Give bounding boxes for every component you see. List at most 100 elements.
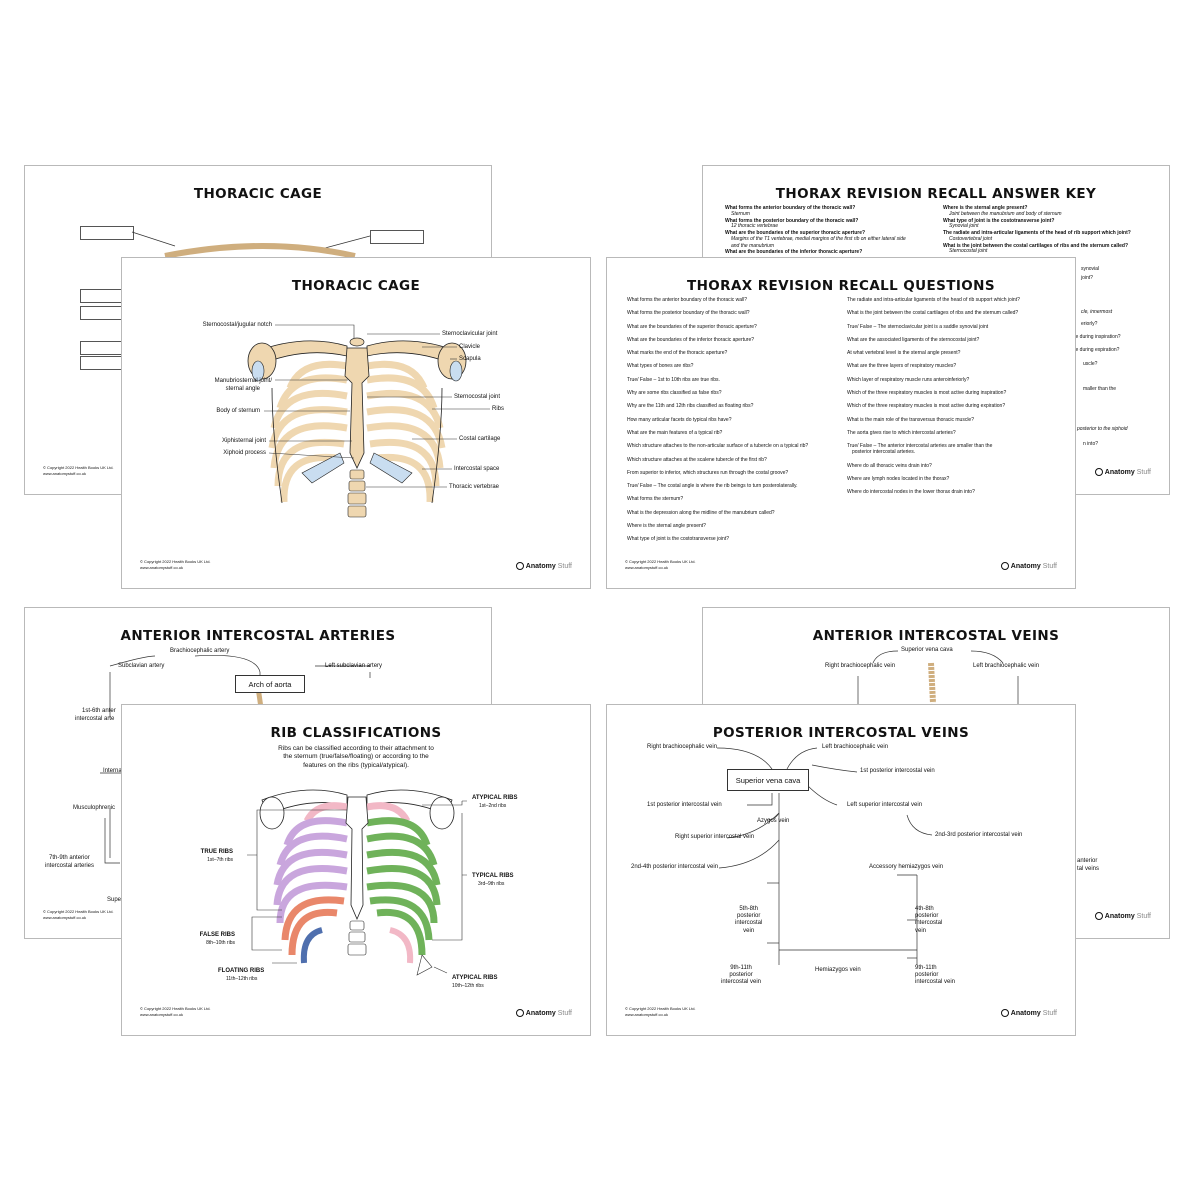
label-false-ribs-range: 8th–10th ribs — [206, 940, 235, 946]
question-item: True/ False – The sternoclavicular joint… — [847, 323, 989, 330]
question-item: Which of the three respiratory muscles i… — [847, 390, 1007, 397]
logo-icon — [1094, 912, 1103, 920]
label-false-ribs: FALSE RIBS — [199, 932, 235, 938]
rib-cage-illustration — [247, 324, 490, 518]
logo-icon — [1000, 562, 1009, 570]
question-item: What are the boundaries of the superior … — [627, 323, 757, 330]
label-atypical-ribs-bottom-range: 10th–12th ribs — [452, 983, 484, 989]
sheet-rib-classifications: RIB CLASSIFICATIONS Ribs can be classifi… — [121, 704, 591, 1036]
question-item: What forms the sternum? — [627, 496, 684, 503]
answer-fragment: posterior to the xiphoid — [1077, 426, 1128, 432]
question-item: The radiate and intra-articular ligament… — [847, 297, 1020, 303]
logo-icon — [1094, 468, 1103, 476]
answer-fragment: ve during expiration? — [1073, 347, 1120, 353]
label-left-brachiocephalic-vein: Left brachiocephalic vein — [822, 744, 889, 750]
label-jugular-notch: Sternocostal/jugular notch — [202, 322, 272, 328]
question-item: Why are the 11th and 12th ribs classifie… — [627, 403, 754, 410]
copyright: © Copyright 2022 Health Books UK Ltd.www… — [43, 909, 114, 920]
question-item: Where are lymph nodes located in the tho… — [847, 475, 950, 482]
label-atypical-ribs-top-range: 1st–2nd ribs — [479, 803, 507, 809]
label-1st-posterior-intercostal-vein-left: 1st posterior intercostal vein — [860, 768, 935, 774]
question-item: What are the three layers of respiratory… — [847, 363, 957, 370]
label-sternocostal-joint: Sternocostal joint — [454, 394, 501, 400]
sheet-title: THORACIC CAGE — [291, 278, 421, 294]
question-item: What is the main role of the transversus… — [847, 416, 974, 423]
answer-fragment: ve during inspiration? — [1073, 334, 1121, 340]
label-1st-6th: 1st-6th anter — [82, 708, 116, 714]
label-left-brachiocephalic-vein: Left brachiocephalic vein — [973, 663, 1040, 669]
label-thoracic-vertebrae: Thoracic vertebrae — [449, 484, 500, 490]
label-body-of-sternum: Body of sternum — [216, 408, 260, 414]
sheet-title: THORAX REVISION RECALL ANSWER KEY — [775, 186, 1097, 202]
answer-fragment: eriorly? — [1081, 321, 1098, 327]
label-true-ribs: TRUE RIBS — [200, 849, 233, 855]
question-item: Which of the three respiratory muscles i… — [847, 403, 1006, 410]
label-box — [370, 230, 424, 244]
sheet-title: THORACIC CAGE — [193, 186, 323, 202]
label-manubriosternal-joint: Manubriosternal joint/ — [214, 378, 272, 384]
sheet-posterior-intercostal-veins: POSTERIOR INTERCOSTAL VEINS Right brachi… — [606, 704, 1076, 1036]
logo-icon — [1000, 1009, 1009, 1017]
question-item: Which structure attaches to the non-arti… — [627, 443, 809, 450]
answer-fragment: n into? — [1083, 441, 1099, 447]
label-right-brachiocephalic-vein: Right brachiocephalic vein — [647, 744, 718, 750]
question-item: Where do all thoracic veins drain into? — [847, 462, 932, 469]
label-4th-8th-posterior-intercostal-vein: 4th-8th posterior intercostal vein — [915, 906, 943, 934]
question-item: What marks the end of the thoracic apert… — [627, 350, 728, 357]
label-true-ribs-range: 1st–7th ribs — [207, 857, 233, 863]
copyright: © Copyright 2022 Health Books UK Ltd.www… — [140, 1006, 211, 1017]
label-typical-ribs: TYPICAL RIBS — [472, 873, 514, 879]
copyright: © Copyright 2022 Health Books UK Ltd.www… — [43, 465, 114, 476]
rib-classification-illustration — [247, 789, 467, 976]
label-superior-vena-cava: Superior vena cava — [901, 647, 953, 653]
question-column-right: The radiate and intra-articular ligament… — [847, 297, 1020, 503]
sheet-revision-questions: THORAX REVISION RECALL QUESTIONS What fo… — [606, 257, 1076, 589]
label-2nd-4th-posterior-intercostal-vein: 2nd-4th posterior intercostal vein — [631, 864, 719, 870]
copyright: © Copyright 2022 Health Books UK Ltd.www… — [625, 1006, 696, 1017]
label-9th-11th-left: 9th-11th posterior intercostal vein — [721, 965, 762, 986]
label-right-superior-intercostal-vein: Right superior intercostal vein — [675, 834, 755, 840]
superior-vena-cava-box: Superior vena cava — [727, 769, 809, 791]
label-atypical-ribs-top: ATYPICAL RIBS — [472, 795, 518, 801]
label-intercostal-space: Intercostal space — [454, 466, 500, 472]
label-floating-ribs-range: 11th–12th ribs — [226, 976, 258, 982]
sheet-title: ANTERIOR INTERCOSTAL ARTERIES — [120, 628, 396, 644]
label-musculophrenic: Musculophrenic — [73, 805, 116, 811]
label-typical-ribs-range: 3rd–9th ribs — [478, 881, 505, 887]
answer-fragment: cle, innermost — [1081, 309, 1113, 315]
logo-icon — [515, 562, 524, 570]
question-column-left: What forms the anterior boundary of the … — [627, 297, 809, 551]
question-item: What are the associated ligaments of the… — [847, 336, 980, 343]
label-tal-veins: tal veins — [1077, 866, 1100, 872]
sheet-title: RIB CLASSIFICATIONS — [270, 725, 442, 741]
label-interna: Interna — [103, 768, 122, 774]
label-sternoclavicular-joint: Sternoclavicular joint — [442, 331, 498, 337]
question-item: The aorta gives rise to which intercosta… — [847, 429, 956, 436]
answer-fragment: synovial — [1081, 266, 1100, 272]
logo-icon — [515, 1009, 524, 1017]
leader-lines — [131, 231, 371, 259]
label-ribs: Ribs — [492, 406, 505, 412]
label-xiphoid-process: Xiphoid process — [223, 450, 266, 456]
label-5th-8th-posterior-intercostal-vein: 5th-8th posterior intercostal vein — [735, 906, 763, 934]
label-subclavian-artery: Subclavian artery — [118, 663, 165, 669]
label-costal-cartilage: Costal cartilage — [459, 436, 501, 442]
sheet-title: THORAX REVISION RECALL QUESTIONS — [686, 278, 996, 294]
label-anterior: anterior — [1077, 858, 1098, 864]
answer-column-right: Where is the sternal angle present?Joint… — [943, 205, 1131, 255]
label-left-superior-intercostal-vein: Left superior intercostal vein — [847, 802, 923, 808]
arch-of-aorta-box: Arch of aorta — [235, 675, 305, 693]
question-item: True/ False – 1st to 10th ribs are true … — [627, 376, 720, 383]
answer-fragment: joint? — [1081, 275, 1093, 281]
label-7th-9th: 7th-9th anterior — [49, 855, 90, 861]
label-left-subclavian-artery: Left subclavian artery — [325, 663, 383, 669]
copyright: © Copyright 2022 Health Books UK Ltd.www… — [625, 559, 696, 570]
label-clavicle: Clavicle — [459, 344, 481, 350]
label-scapula: Scapula — [459, 356, 481, 362]
label-sternal-angle: sternal angle — [225, 386, 260, 392]
answer-column-left: What forms the anterior boundary of the … — [725, 205, 906, 256]
question-item: What is the joint between the costal car… — [847, 310, 1019, 317]
sheet-thoracic-cage: THORACIC CAGE — [121, 257, 591, 589]
